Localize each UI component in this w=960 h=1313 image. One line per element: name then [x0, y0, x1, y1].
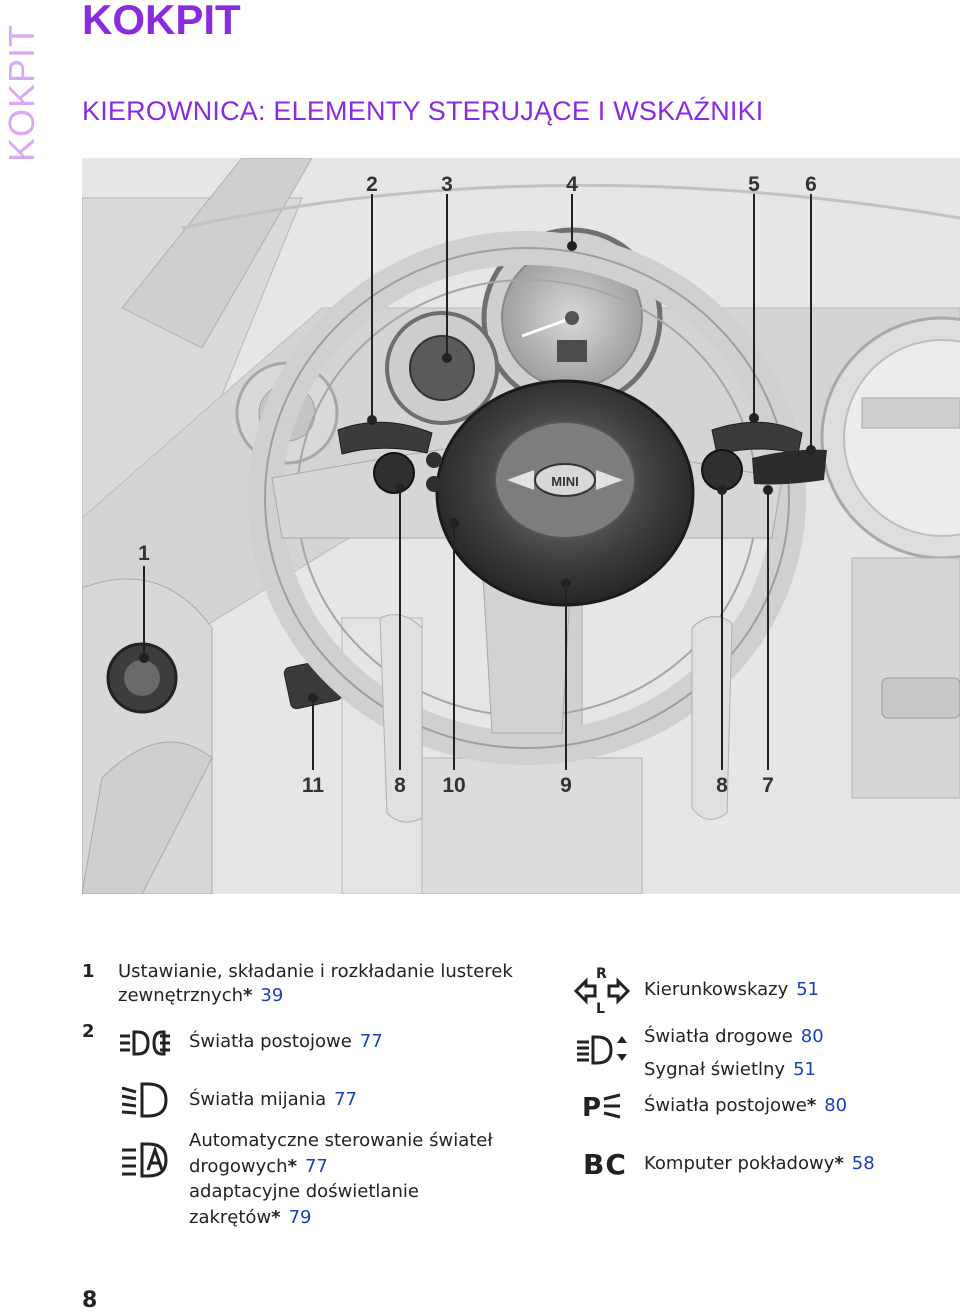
legend-item-3-ref: 77 [334, 1089, 358, 1110]
legend-item-1-star: * [243, 985, 253, 1006]
legend-item-1-line2-wrap: zewnętrznych* 39 [118, 985, 513, 1006]
legend-item-1-number: 1 [82, 961, 95, 982]
callout-3: 3 [441, 173, 453, 196]
legend-item-4-line4-wrap: zakrętów* 79 [189, 1205, 492, 1231]
legend-right-item-1-ref: 51 [796, 979, 820, 1000]
legend-right-item-2-line-b: Sygnał świetlny 51 [644, 1053, 824, 1086]
legend-right-item-4-ref: 58 [851, 1153, 875, 1174]
side-tab: KOKPIT [0, 0, 44, 175]
legend-item-4-star4: * [271, 1206, 281, 1228]
legend-right-item-2-label-b: Sygnał świetlny [644, 1059, 786, 1080]
parking-light-p-icon: P [582, 1093, 621, 1120]
legend-right-item-2-line-a: Światła drogowe 80 [644, 1020, 824, 1053]
legend-right-item-2-ref-a: 80 [800, 1026, 824, 1047]
callout-2: 2 [366, 173, 378, 196]
callout-11: 11 [302, 774, 325, 797]
callout-6: 6 [805, 173, 817, 196]
callout-8-right: 8 [716, 774, 728, 797]
callout-9: 9 [560, 774, 572, 797]
legend-item-4-text: Automatyczne sterowanie świateł drogowyc… [189, 1128, 492, 1230]
legend-item-2-ref: 77 [359, 1031, 383, 1052]
legend-item-1-line1: Ustawianie, składanie i rozkładanie lust… [118, 961, 513, 982]
legend-item-3-label: Światła mijania [189, 1089, 327, 1110]
side-tab-label: KOKPIT [1, 23, 42, 163]
legend-item-2-label: Światła postojowe [189, 1031, 352, 1052]
legend-right-item-3-label: Światła postojowe [644, 1095, 807, 1116]
legend-item-4-line2-wrap: drogowych* 77 [189, 1154, 492, 1180]
legend-item-3-text: Światła mijania 77 [189, 1089, 357, 1110]
callout-7: 7 [762, 774, 774, 797]
legend-right-item-3-star: * [806, 1095, 817, 1116]
legend-right-item-2-text: Światła drogowe 80 Sygnał świetlny 51 [644, 1020, 824, 1086]
section-title: KOKPIT [82, 0, 241, 43]
parking-lights-icon [120, 1030, 170, 1056]
legend-right-item-3-text: Światła postojowe* 80 [644, 1095, 847, 1116]
callout-4: 4 [566, 173, 578, 196]
callout-5: 5 [748, 173, 760, 196]
parking-light-p-letter: P [582, 1093, 601, 1120]
callout-10: 10 [442, 774, 465, 797]
legend-right-item-1-text: Kierunkowskazy 51 [644, 979, 819, 1000]
legend-item-2-text: Światła postojowe 77 [189, 1031, 383, 1052]
low-beam-icon [121, 1082, 168, 1118]
legend-item-1-text: Ustawianie, składanie i rozkładanie lust… [118, 961, 513, 1006]
legend-item-4-line3: adaptacyjne doświetlanie [189, 1181, 419, 1202]
high-beam-icon [577, 1035, 627, 1065]
cockpit-illustration: MINI 2 3 4 5 6 1 11 8 10 9 8 7 [82, 158, 960, 894]
legend-item-4-ref2: 77 [304, 1155, 328, 1177]
legend-right-item-2-ref-b: 51 [793, 1059, 816, 1080]
turn-signal-icon-r: R [596, 966, 607, 982]
legend-item-4-line4: zakrętów [189, 1206, 272, 1228]
legend-item-1-ref: 39 [260, 985, 284, 1006]
legend-item-4-line2: drogowych [189, 1155, 288, 1177]
mini-badge-text: MINI [551, 474, 578, 489]
callout-8-left: 8 [394, 774, 406, 797]
legend-item-4-line1: Automatyczne sterowanie świateł [189, 1130, 493, 1151]
legend-right-item-3-ref: 80 [824, 1095, 848, 1116]
legend-right-item-1-label: Kierunkowskazy [644, 979, 789, 1000]
legend-item-2-number: 2 [82, 1021, 95, 1042]
subtitle: KIEROWNICA: ELEMENTY STERUJĄCE I WSKAŹNI… [82, 96, 764, 126]
page-number: 8 [82, 1288, 98, 1313]
legend-item-4-star2: * [287, 1155, 297, 1177]
callout-1: 1 [138, 542, 150, 565]
turn-signal-icon-l: L [596, 1001, 605, 1014]
auto-high-beam-icon [122, 1142, 168, 1178]
turn-signal-icon: R L [574, 966, 630, 1014]
legend-right-item-4-text: Komputer pokładowy* 58 [644, 1153, 875, 1174]
legend-right-item-4-label: Komputer pokładowy [644, 1153, 835, 1174]
legend-item-4-ref4: 79 [288, 1206, 312, 1228]
board-computer-bc-icon: BC [583, 1148, 627, 1181]
legend-item-1-line2: zewnętrznych [118, 985, 243, 1006]
legend-right-item-2-label-a: Światła drogowe [644, 1026, 793, 1047]
cockpit-drawing: MINI 2 3 4 5 6 1 11 8 10 9 8 7 [82, 158, 960, 894]
legend-right-item-4-star: * [834, 1153, 844, 1174]
